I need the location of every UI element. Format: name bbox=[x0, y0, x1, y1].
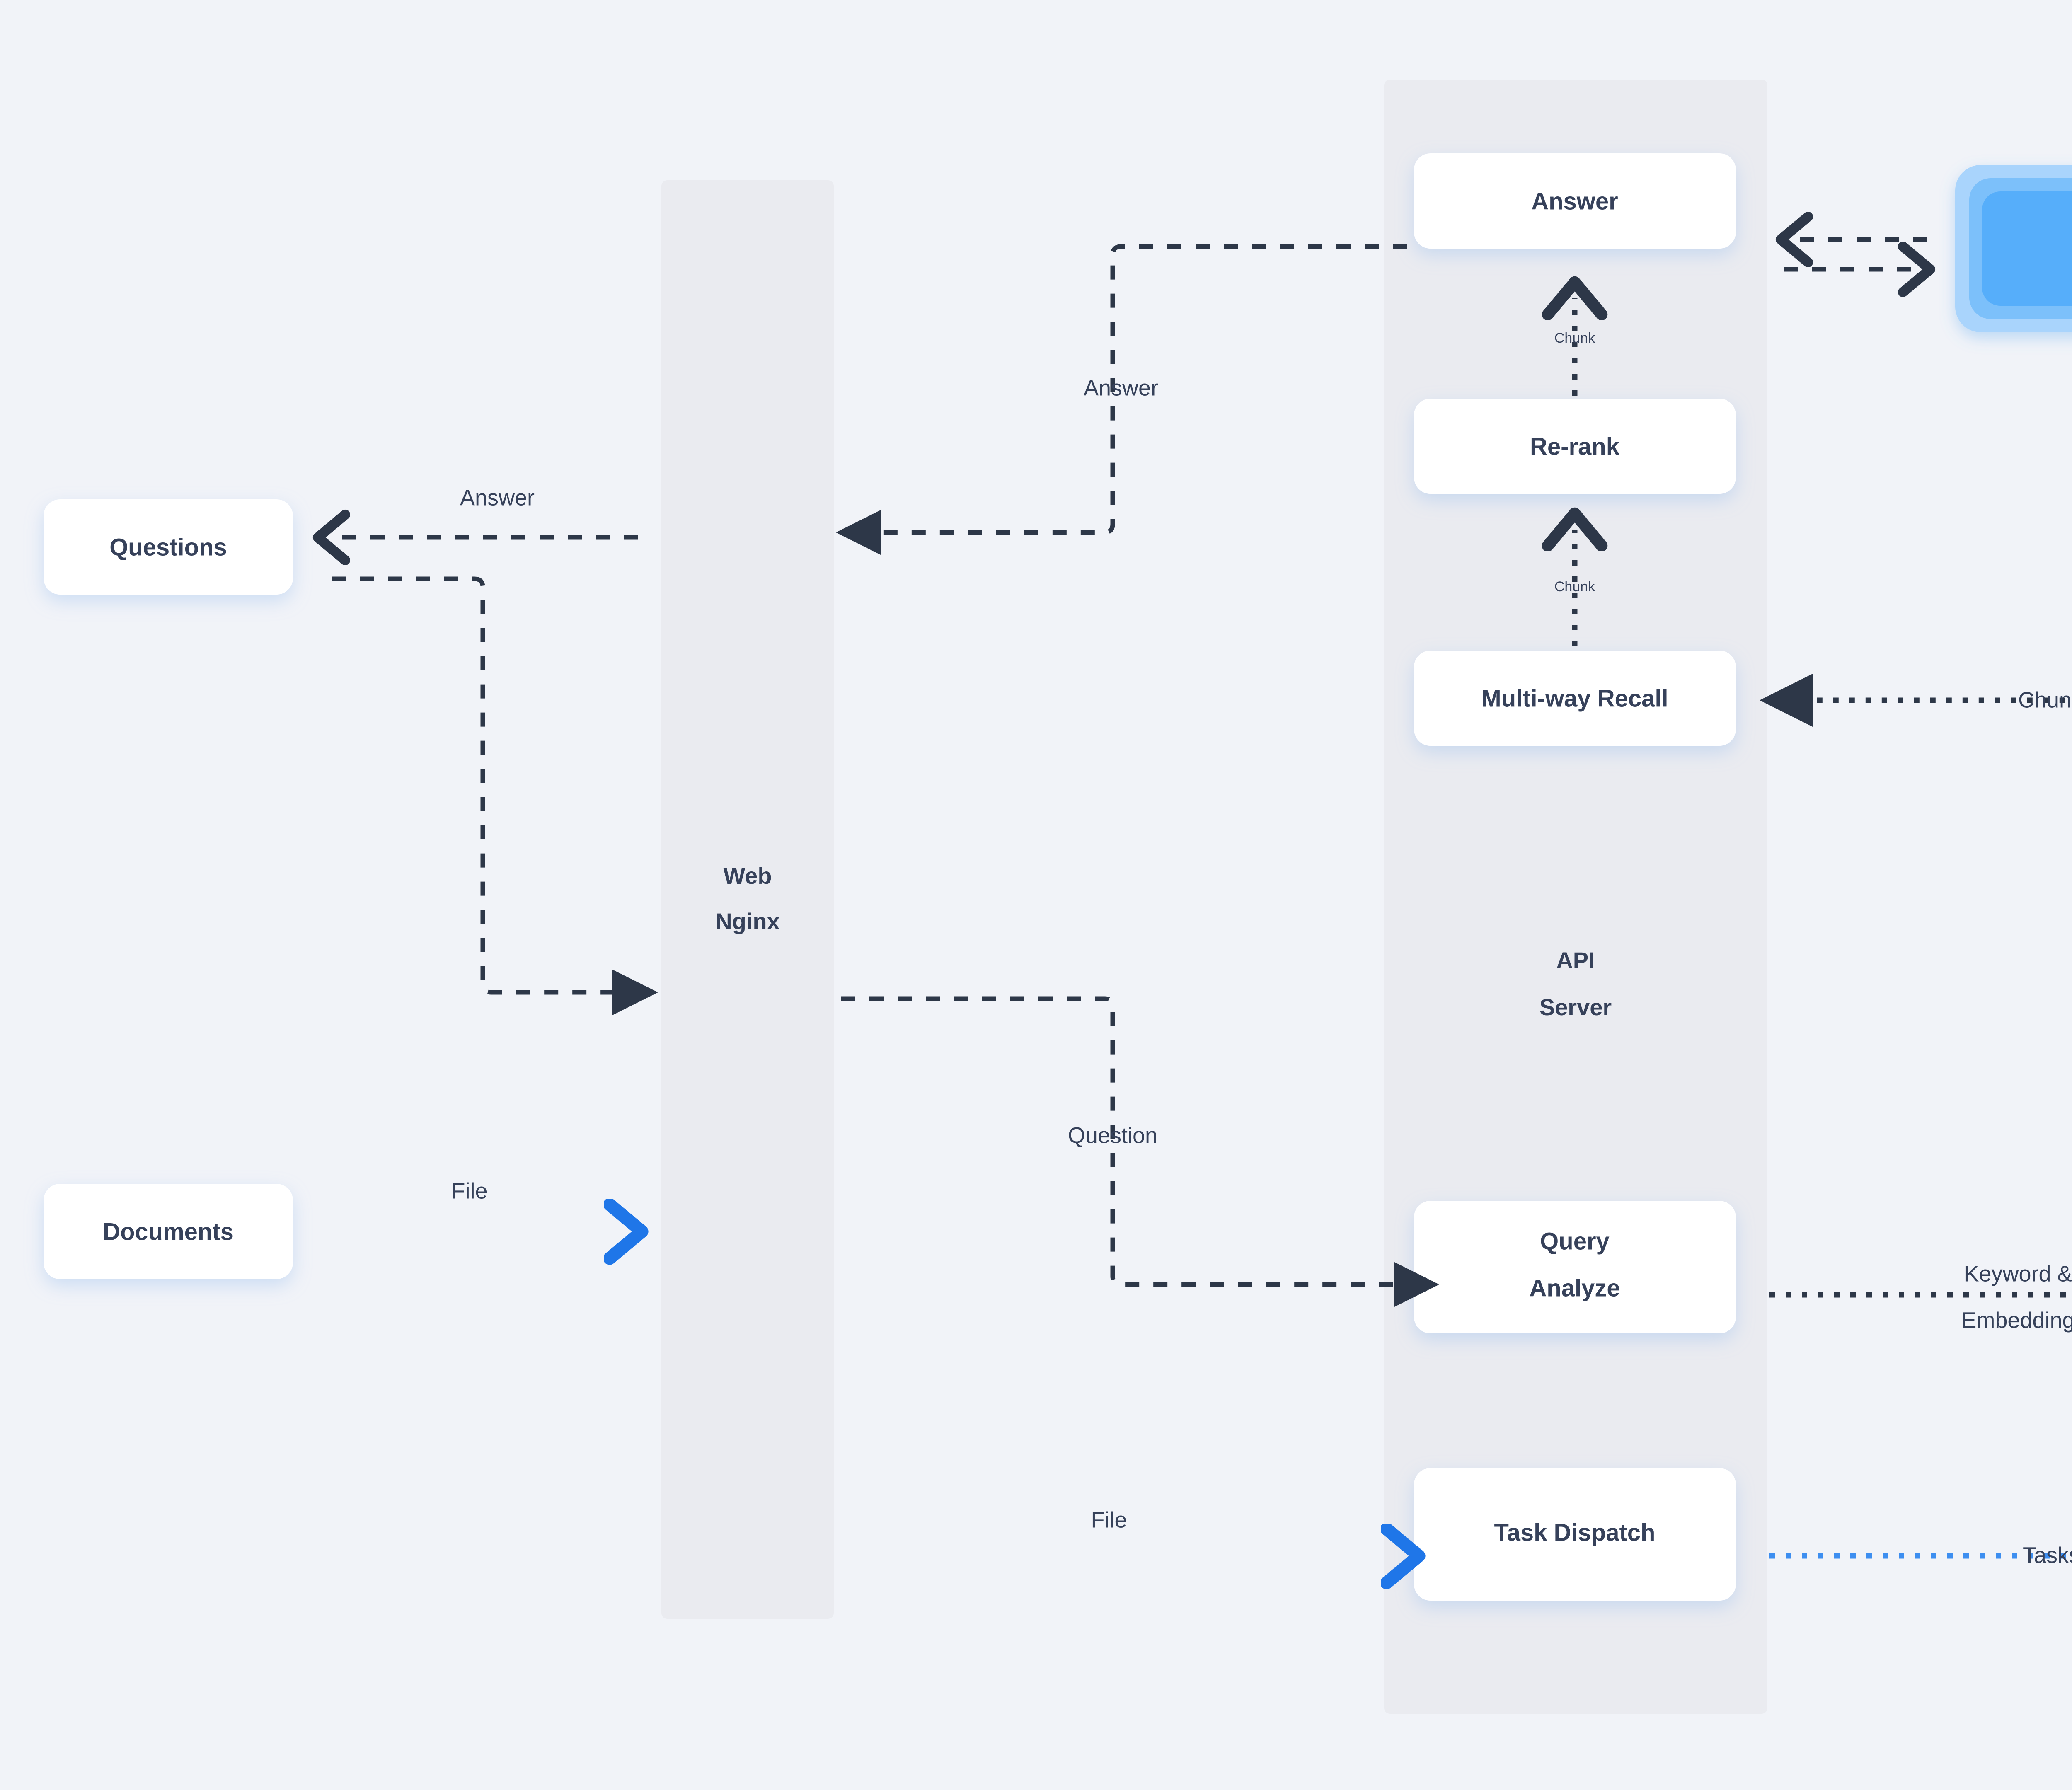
edge-recall-to-rerank-label: Chunk bbox=[1554, 579, 1595, 595]
card-task-dispatch-label: Task Dispatch bbox=[1494, 1519, 1656, 1546]
lane-web-nginx bbox=[661, 180, 834, 1619]
edge-answer-to-questions: Answer bbox=[332, 485, 638, 537]
card-query-analyze[interactable]: Query Analyze bbox=[1414, 1201, 1736, 1333]
lane-label-web-nginx-line2: Nginx bbox=[715, 908, 780, 934]
edge-web-to-query-analyze: Question bbox=[841, 996, 1439, 1307]
card-query-analyze-label-line1: Query bbox=[1540, 1228, 1610, 1255]
edge-answer-card-to-web: Answer bbox=[836, 244, 1407, 555]
edge-rerank-to-answer: Chunk bbox=[1554, 298, 1595, 396]
card-multi-way-recall[interactable]: Multi-way Recall bbox=[1414, 651, 1736, 746]
edge-rerank-to-answer-label: Chunk bbox=[1554, 330, 1595, 346]
edge-query-analyze-to-db-label-line1: Keyword & bbox=[1964, 1261, 2072, 1286]
edge-answer-card-to-web-label: Answer bbox=[1084, 375, 1158, 400]
edge-web-to-task-dispatch: File bbox=[833, 1507, 1403, 1556]
card-re-rank[interactable]: Re-rank bbox=[1414, 399, 1736, 494]
edge-questions-to-web bbox=[332, 576, 658, 1015]
lane-label-web-nginx-line1: Web bbox=[723, 863, 772, 889]
node-questions-label: Questions bbox=[109, 534, 227, 561]
edge-query-analyze-to-db-label-line2: Embedding bbox=[1961, 1308, 2072, 1333]
edge-task-dispatch-to-db: Tasks bbox=[1769, 1543, 2072, 1567]
node-llms-label: LLMs bbox=[2071, 233, 2072, 262]
card-query-analyze-label-line2: Analyze bbox=[1529, 1275, 1620, 1301]
edge-db-to-recall-label: Chunk bbox=[2018, 687, 2072, 712]
edge-web-to-task-dispatch-label: File bbox=[1091, 1507, 1127, 1532]
card-task-dispatch[interactable]: Task Dispatch bbox=[1414, 1468, 1736, 1601]
card-re-rank-label: Re-rank bbox=[1530, 433, 1620, 460]
card-multi-way-recall-label: Multi-way Recall bbox=[1481, 685, 1668, 712]
node-documents[interactable]: Documents bbox=[44, 1184, 293, 1279]
node-questions[interactable]: Questions bbox=[44, 499, 293, 595]
node-documents-label: Documents bbox=[103, 1218, 234, 1245]
edge-answer-to-questions-label: Answer bbox=[460, 485, 535, 510]
edge-db-to-recall: Chunk bbox=[1760, 673, 2072, 727]
edge-recall-to-rerank: Chunk bbox=[1554, 530, 1595, 646]
card-answer-label: Answer bbox=[1531, 188, 1618, 215]
card-answer[interactable]: Answer bbox=[1414, 153, 1736, 249]
lane-label-api-server-line2: Server bbox=[1539, 994, 1612, 1020]
edge-documents-to-web-file: File bbox=[332, 1178, 626, 1231]
edge-query-analyze-to-db: Keyword & Embedding bbox=[1769, 1261, 2072, 1333]
edge-task-dispatch-to-db-label: Tasks bbox=[2023, 1543, 2072, 1567]
edge-web-to-query-analyze-label: Question bbox=[1068, 1123, 1157, 1148]
node-llms[interactable]: LLMs bbox=[1955, 165, 2072, 332]
lane-label-api-server-line1: API bbox=[1556, 947, 1595, 973]
edge-documents-to-web-file-label: File bbox=[451, 1178, 487, 1203]
